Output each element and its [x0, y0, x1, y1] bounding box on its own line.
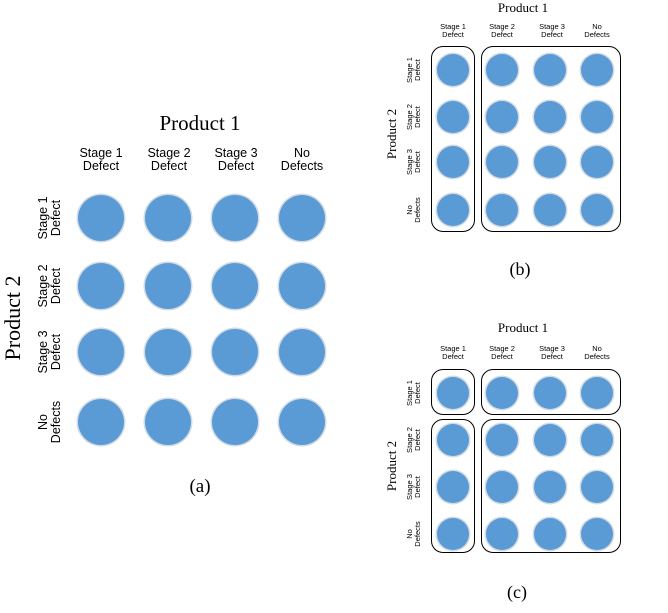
panel-c-group-box-other-rows-other-columns	[481, 419, 621, 553]
panel-a-circle-r1-c1	[78, 195, 124, 241]
panel-c-row-label-no-defects: No Defects	[405, 521, 422, 547]
panel-b-col-label-stage1: Stage 1 Defect	[440, 22, 466, 39]
panel-a-caption: (a)	[189, 476, 211, 497]
panel-a-col-label-stage3: Stage 3 Defect	[214, 146, 258, 174]
panel-a-circle-r1-c2	[145, 195, 191, 241]
panel-b-circle-r1-c3	[534, 54, 566, 86]
panel-c-circle-r4-c2	[486, 518, 518, 550]
panel-c-circle-r2-c3	[534, 424, 566, 456]
panel-a-row-label-stage1: Stage 1 Defect	[35, 196, 63, 240]
panel-c-col-label-stage1: Stage 1 Defect	[440, 344, 466, 361]
panel-b-circle-r4-c3	[534, 194, 566, 226]
panel-a-circle-r4-c3	[212, 399, 258, 445]
panel-b-group-box-stage1-column	[431, 46, 475, 232]
panel-c-product1-title: Product 1	[497, 320, 549, 335]
panel-c-circle-r1-c2	[486, 377, 518, 409]
panel-a-product1-title: Product 1	[159, 111, 241, 135]
panel-a-circle-r1-c4	[279, 195, 325, 241]
panel-b-col-label-no-defects: No Defects	[584, 22, 610, 39]
panel-b-row-label-stage3: Stage 3 Defect	[405, 149, 422, 175]
panel-c-group-box-stage1-other-columns	[481, 369, 621, 415]
panel-c-col-label-stage3: Stage 3 Defect	[539, 344, 565, 361]
panel-c-row-label-stage3: Stage 3 Defect	[405, 474, 422, 500]
panel-b-product2-title: Product 2	[384, 108, 399, 160]
panel-b-caption: (b)	[509, 259, 531, 279]
panel-b-row-label-stage1: Stage 1 Defect	[405, 57, 422, 83]
panel-c-group-box-stage1-stage1	[431, 369, 475, 415]
panel-c-circle-r4-c4	[581, 518, 613, 550]
panel-c-product2-title: Product 2	[384, 440, 399, 492]
panel-c-circle-r1-c3	[534, 377, 566, 409]
panel-b-circle-r3-c3	[534, 146, 566, 178]
panel-a-col-label-stage1: Stage 1 Defect	[79, 146, 123, 174]
panel-b-circle-r2-c2	[486, 101, 518, 133]
panel-b-circle-r2-c1	[437, 101, 469, 133]
panel-b-row-label-stage2: Stage 2 Defect	[405, 104, 422, 130]
panel-c-circle-r3-c1	[437, 471, 469, 503]
panel-b-group-box-other-columns	[481, 46, 621, 232]
panel-b-circle-r4-c4	[581, 194, 613, 226]
panel-c-circle-r4-c3	[534, 518, 566, 550]
panel-b-circle-r3-c4	[581, 146, 613, 178]
panel-c-circle-r1-c1	[437, 377, 469, 409]
panel-c-row-label-stage1: Stage 1 Defect	[405, 380, 422, 406]
panel-a-circle-r2-c2	[145, 263, 191, 309]
panel-b-col-label-stage2: Stage 2 Defect	[489, 22, 515, 39]
panel-b-circle-r1-c4	[581, 54, 613, 86]
panel-b-col-label-stage3: Stage 3 Defect	[539, 22, 565, 39]
panel-c-col-label-no-defects: No Defects	[584, 344, 610, 361]
panel-a-row-label-stage2: Stage 2 Defect	[35, 264, 63, 308]
panel-a-circle-r4-c1	[78, 399, 124, 445]
panel-b-circle-r1-c2	[486, 54, 518, 86]
panel-a-circle-r3-c2	[145, 329, 191, 375]
panel-a-row-label-stage3: Stage 3 Defect	[35, 330, 63, 374]
panel-c-circle-r2-c1	[437, 424, 469, 456]
panel-a-circle-r2-c3	[212, 263, 258, 309]
panel-b-product1-title: Product 1	[497, 0, 549, 15]
panel-c-circle-r2-c4	[581, 424, 613, 456]
panel-c-circle-r1-c4	[581, 377, 613, 409]
panel-c-group-box-other-rows-stage1	[431, 419, 475, 553]
panel-b-circle-r2-c3	[534, 101, 566, 133]
panel-c-circle-r3-c2	[486, 471, 518, 503]
panel-b-circle-r2-c4	[581, 101, 613, 133]
panel-c-col-label-stage2: Stage 2 Defect	[489, 344, 515, 361]
panel-a-product2-title: Product 2	[0, 275, 25, 361]
panel-a-circle-r3-c4	[279, 329, 325, 375]
panel-a-circle-r3-c3	[212, 329, 258, 375]
panel-a-col-label-stage2: Stage 2 Defect	[147, 146, 191, 174]
panel-c-circle-r2-c2	[486, 424, 518, 456]
panel-c-circle-r4-c1	[437, 518, 469, 550]
panel-c-caption: (c)	[507, 582, 527, 602]
panel-b-circle-r1-c1	[437, 54, 469, 86]
panel-b-circle-r4-c1	[437, 194, 469, 226]
panel-a-circle-r4-c2	[145, 399, 191, 445]
panel-a-circle-r1-c3	[212, 195, 258, 241]
panel-a-circle-r2-c1	[78, 263, 124, 309]
panel-b-circle-r3-c1	[437, 146, 469, 178]
panel-a-circle-r3-c1	[78, 329, 124, 375]
panel-c-circle-r3-c3	[534, 471, 566, 503]
panel-a-col-label-no-defects: No Defects	[280, 146, 324, 174]
panel-a-circle-r4-c4	[279, 399, 325, 445]
panel-b-row-label-no-defects: No Defects	[405, 197, 422, 223]
panel-b-circle-r3-c2	[486, 146, 518, 178]
panel-c-circle-r3-c4	[581, 471, 613, 503]
panel-a-circle-r2-c4	[279, 263, 325, 309]
panel-a-row-label-no-defects: No Defects	[35, 400, 63, 444]
panel-c-row-label-stage2: Stage 2 Defect	[405, 427, 422, 453]
panel-b-circle-r4-c2	[486, 194, 518, 226]
